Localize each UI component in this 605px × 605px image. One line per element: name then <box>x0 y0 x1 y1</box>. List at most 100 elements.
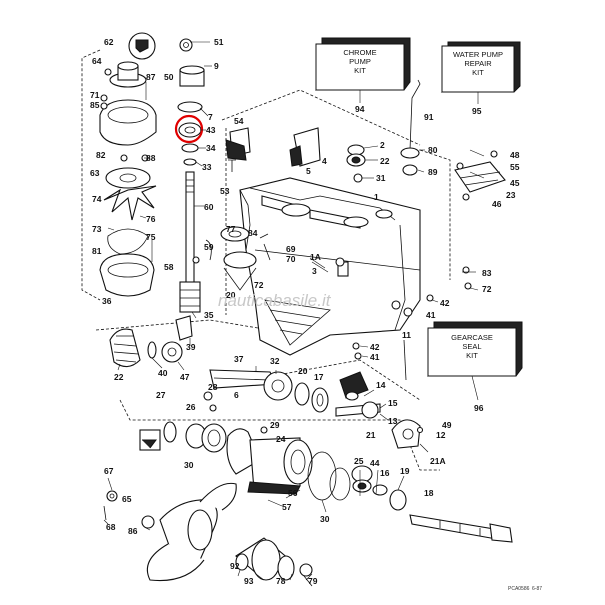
part-label: 21A <box>430 456 446 466</box>
part-label: 69 <box>286 244 296 254</box>
part-label: 50 <box>164 72 174 82</box>
part-label: 15 <box>388 398 398 408</box>
part-label: 78 <box>276 576 286 586</box>
part-label: 17 <box>314 372 324 382</box>
part-label: 48 <box>510 150 520 160</box>
part-label: 89 <box>428 167 438 177</box>
part-label: 68 <box>106 522 116 532</box>
part-label: 33 <box>202 162 212 172</box>
part-label: 25 <box>354 456 364 466</box>
figure-code: PCA0586 <box>508 586 530 592</box>
part-label: 1 <box>374 192 379 202</box>
part-label: 14 <box>376 380 386 390</box>
part-label: 47 <box>180 372 190 382</box>
leader-lines <box>103 41 479 581</box>
part-label: 87 <box>146 72 156 82</box>
kit-number: 95 <box>472 106 482 116</box>
part-label: 32 <box>270 356 280 366</box>
propeller-parts <box>103 482 313 587</box>
part-label: 30 <box>320 514 330 524</box>
part-label: 72 <box>254 280 264 290</box>
bearing-carrier-parts <box>139 421 513 543</box>
kit-text-line: SEAL <box>462 342 481 351</box>
part-label: 74 <box>92 194 102 204</box>
highlight-circle-part-43 <box>174 114 204 144</box>
part-label: 42 <box>370 342 380 352</box>
part-label: 30 <box>184 460 194 470</box>
part-label: 42 <box>440 298 450 308</box>
part-label: 16 <box>380 468 390 478</box>
gear-housing <box>239 177 421 356</box>
part-label: 2 <box>380 140 385 150</box>
part-label: 81 <box>92 246 102 256</box>
part-label: 43 <box>206 125 216 135</box>
part-label: 35 <box>204 310 214 320</box>
part-label: 49 <box>442 420 452 430</box>
part-labels: 51 62 64 87 71 85 50 9 7 43 34 33 82 88 … <box>90 37 520 586</box>
part-label: 63 <box>90 168 100 178</box>
part-label: 11 <box>402 330 411 340</box>
part-label: 86 <box>128 526 138 536</box>
kit-text-line: PUMP <box>349 57 371 66</box>
part-label: 93 <box>244 576 254 586</box>
kit-text-line: KIT <box>466 351 478 360</box>
part-label: 21 <box>366 430 376 440</box>
part-label: 5 <box>306 166 311 176</box>
part-label: 59 <box>204 242 214 252</box>
part-label: 83 <box>482 268 492 278</box>
part-label: 29 <box>270 420 280 430</box>
part-label: 1A <box>310 252 321 262</box>
part-label: 56 <box>288 488 298 498</box>
part-label: 20 <box>298 366 308 376</box>
part-label: 20 <box>226 290 236 300</box>
part-label: 12 <box>436 430 446 440</box>
kit-text-line: WATER PUMP <box>453 50 503 59</box>
kit-text-line: KIT <box>472 68 484 77</box>
kit-text-line: CHROME <box>343 48 376 57</box>
part-label: 91 <box>424 112 434 122</box>
part-label: 73 <box>92 224 102 234</box>
figure-date: 6-87 <box>532 586 542 592</box>
part-label: 51 <box>214 37 224 47</box>
part-label: 19 <box>400 466 410 476</box>
part-label: 41 <box>426 310 436 320</box>
part-label: 77 <box>226 224 236 234</box>
shift-and-cover-parts <box>225 79 506 317</box>
part-label: 39 <box>186 342 196 352</box>
part-label: 82 <box>96 150 106 160</box>
part-label: 54 <box>234 116 244 126</box>
kit-text-line: KIT <box>354 66 366 75</box>
part-label: 26 <box>186 402 196 412</box>
part-label: 13 <box>388 416 398 426</box>
part-label: 75 <box>146 232 156 242</box>
part-label: 55 <box>510 162 520 172</box>
gearcase-seal-kit-box: GEARCASE SEAL KIT 96 <box>427 321 523 413</box>
group-outlines <box>81 49 451 471</box>
kit-number: 94 <box>355 104 365 114</box>
part-label: 76 <box>146 214 156 224</box>
water-pump-kit-box: WATER PUMP REPAIR KIT 95 <box>440 41 521 116</box>
part-label: 18 <box>424 488 434 498</box>
part-label: 80 <box>428 145 438 155</box>
part-label: 64 <box>92 56 102 66</box>
part-label: 53 <box>220 186 230 196</box>
part-label: 4 <box>322 156 327 166</box>
part-label: 40 <box>158 368 168 378</box>
part-label: 36 <box>102 296 112 306</box>
part-label: 62 <box>104 37 114 47</box>
part-label: 22 <box>380 156 390 166</box>
part-label: 71 <box>90 90 100 100</box>
part-label: 92 <box>230 561 240 571</box>
shift-rod-parts <box>335 339 424 449</box>
kit-text-line: GEARCASE <box>451 333 493 342</box>
part-label: 44 <box>370 458 380 468</box>
part-label: 34 <box>206 143 216 153</box>
part-label: 3 <box>312 266 317 276</box>
part-label: 70 <box>286 254 296 264</box>
part-label: 24 <box>276 434 286 444</box>
part-label: 45 <box>510 178 520 188</box>
chrome-pump-kit-box: CHROME PUMP KIT 94 <box>315 37 411 114</box>
water-pump-assembly <box>99 32 193 297</box>
part-label: 31 <box>376 173 386 183</box>
